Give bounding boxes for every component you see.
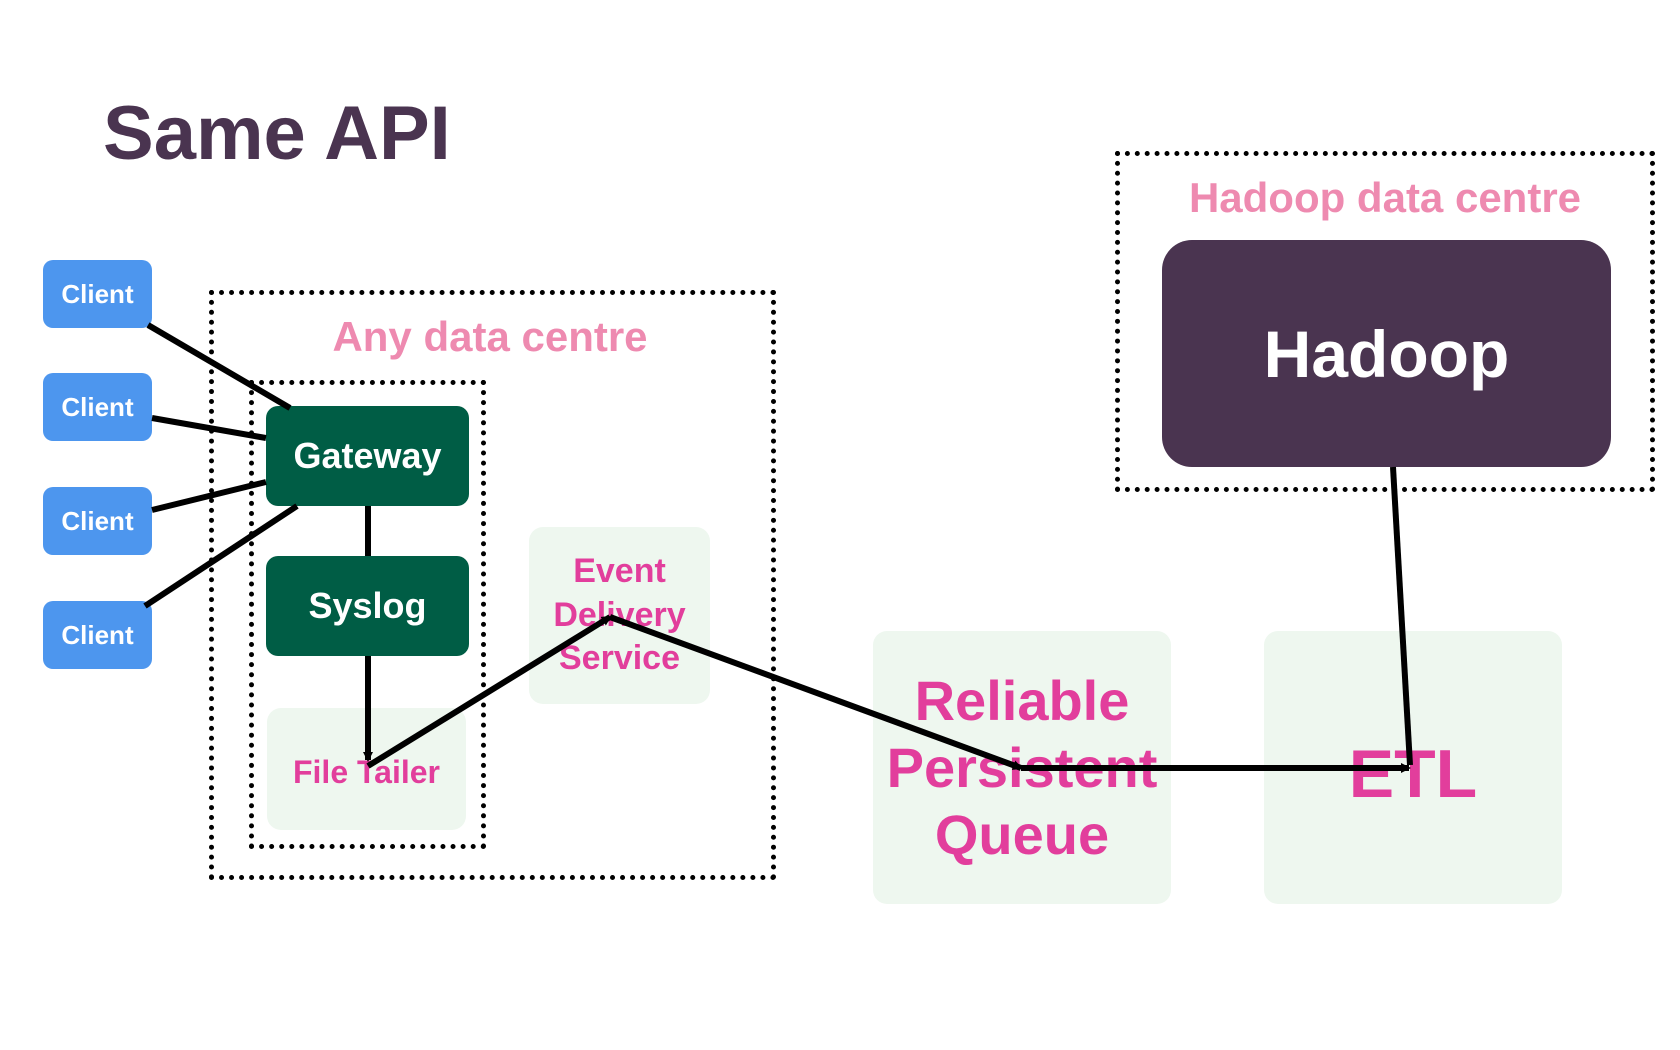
gateway-group-region (249, 380, 486, 849)
client-node-1[interactable]: Client (43, 260, 152, 328)
client-4-to-gateway-line (143, 503, 299, 609)
file-tailer-to-event-delivery-arrow (366, 614, 612, 769)
hadoop-data-centre-label: Hadoop data centre (1188, 174, 1582, 221)
client-1-to-gateway-line (146, 322, 292, 411)
event-delivery-service-node[interactable]: Event Delivery Service (529, 527, 710, 704)
client-node-4[interactable]: Client (43, 601, 152, 669)
client-node-3[interactable]: Client (43, 487, 152, 555)
any-data-centre-region (209, 290, 776, 880)
gateway-node[interactable]: Gateway (266, 406, 469, 506)
client-node-2[interactable]: Client (43, 373, 152, 441)
any-data-centre-label: Any data centre (332, 313, 648, 360)
hadoop-data-centre-region (1115, 151, 1655, 492)
etl-to-hadoop-line (1390, 466, 1413, 766)
client-2-to-gateway-line (151, 415, 267, 441)
event-delivery-to-queue-arrow (608, 614, 1023, 771)
slide-title: Same API (103, 91, 451, 176)
hadoop-node[interactable]: Hadoop (1162, 240, 1611, 467)
syslog-node[interactable]: Syslog (266, 556, 469, 656)
client-3-to-gateway-line (151, 479, 267, 513)
